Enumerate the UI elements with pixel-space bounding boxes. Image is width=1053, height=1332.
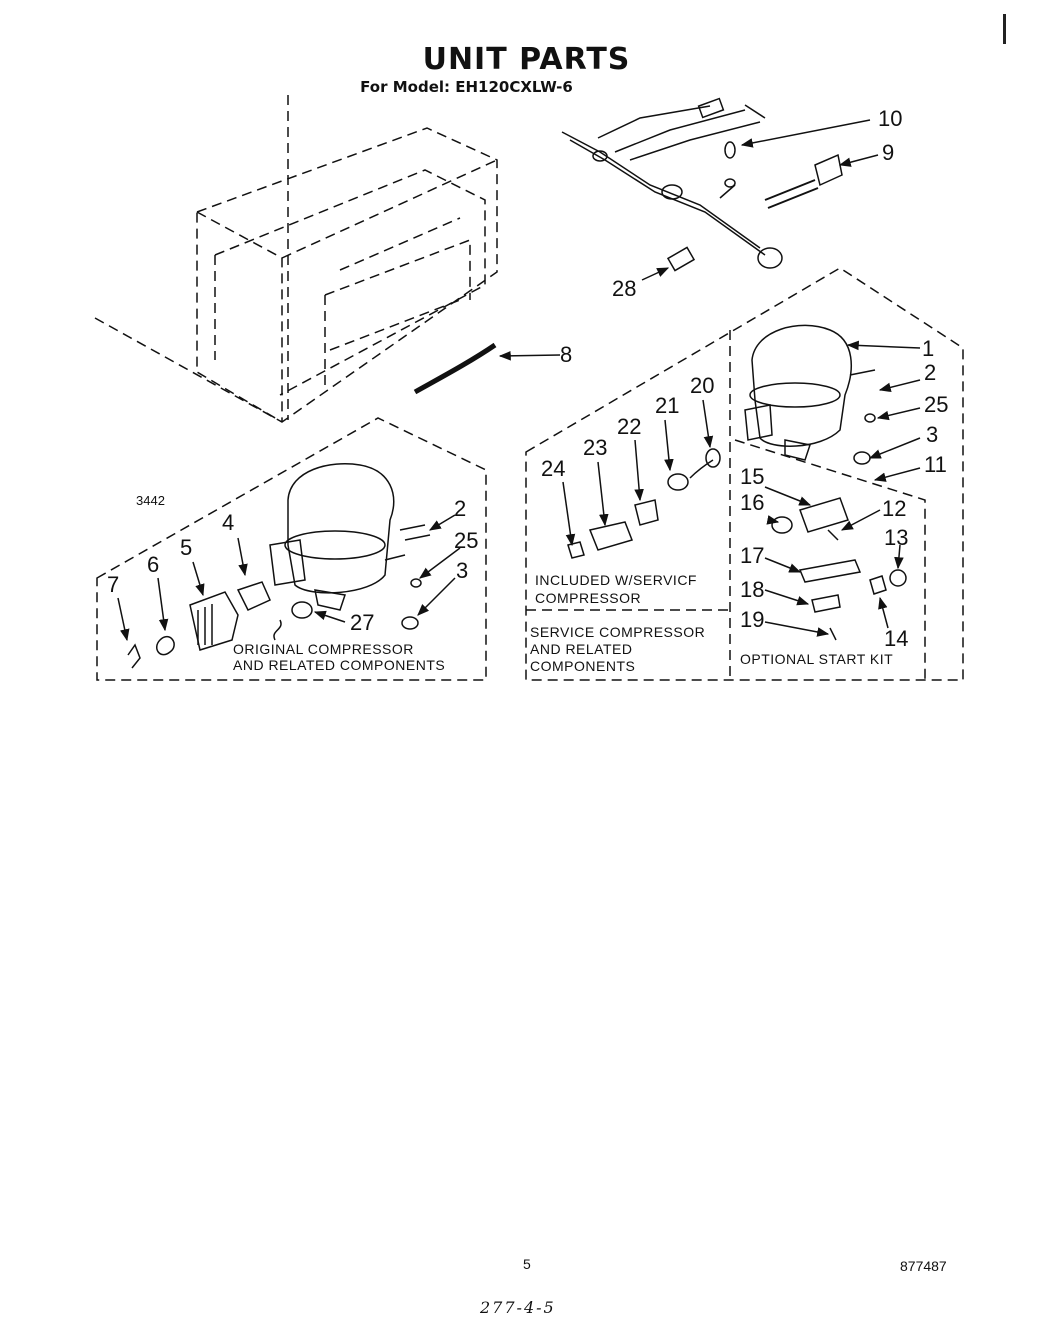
- callout-20: 20: [690, 373, 714, 398]
- part-5-relay: [189, 591, 239, 651]
- page-number: 5: [523, 1256, 531, 1272]
- leader-28: [641, 267, 670, 281]
- part-25-washer-a: [410, 578, 422, 588]
- callout-17: 17: [740, 543, 764, 568]
- callout-21: 21: [655, 393, 679, 418]
- part-27-terminal: [291, 601, 313, 619]
- caption-service-line2: AND RELATED: [530, 641, 632, 657]
- part-21-clip: [667, 473, 689, 491]
- model-line: For Model: EH120CXLW-6: [360, 78, 573, 96]
- part-18-plate: [811, 594, 841, 613]
- callout-11: 11: [924, 452, 947, 477]
- cabinet-outline: [94, 95, 498, 423]
- callout-28: 28: [612, 276, 636, 301]
- callout-16: 16: [740, 490, 764, 515]
- callout-2-service: 2: [924, 360, 936, 385]
- leader-9: [838, 154, 879, 167]
- callout-22: 22: [617, 414, 641, 439]
- part-8-tube: [413, 342, 561, 395]
- callout-13: 13: [884, 525, 908, 550]
- callout-15: 15: [740, 464, 764, 489]
- wiring-harness: [561, 97, 843, 272]
- callout-25-original: 25: [454, 528, 478, 553]
- figure-code: 3442: [136, 493, 165, 508]
- callout-10: 10: [878, 106, 902, 131]
- part-19-screw: [829, 627, 837, 641]
- part-13-relay: [889, 569, 907, 587]
- callout-18: 18: [740, 577, 764, 602]
- callout-5: 5: [180, 535, 192, 560]
- callout-24: 24: [541, 456, 565, 481]
- callout-19: 19: [740, 607, 764, 632]
- part-3-grommet-a: [401, 616, 419, 630]
- callout-7: 7: [107, 572, 119, 597]
- callout-23: 23: [583, 435, 607, 460]
- original-section-outline: [96, 417, 487, 681]
- part-20-cap: [705, 448, 721, 468]
- callout-9: 9: [882, 140, 894, 165]
- service-compressor: [744, 324, 876, 461]
- leader-10: [740, 119, 871, 148]
- callout-6: 6: [147, 552, 159, 577]
- caption-original-line2: AND RELATED COMPONENTS: [233, 657, 445, 673]
- part-6-clip: [156, 635, 175, 656]
- caption-service-line3: COMPONENTS: [530, 658, 635, 674]
- original-compressor: [269, 463, 431, 611]
- service-section-outline: [525, 267, 964, 681]
- callout-3-original: 3: [456, 558, 468, 583]
- part-12-screw: [827, 529, 839, 541]
- part-24-bracket: [567, 541, 585, 559]
- part-17-bracket: [798, 559, 862, 583]
- callout-25-service: 25: [924, 392, 948, 417]
- part-23-relay: [588, 521, 633, 551]
- corner-mark: [1003, 14, 1006, 44]
- caption-original-line1: ORIGINAL COMPRESSOR: [233, 641, 414, 657]
- callout-2-original: 2: [454, 496, 466, 521]
- callout-27: 27: [350, 610, 374, 635]
- caption-service-line1: SERVICE COMPRESSOR: [530, 624, 705, 640]
- part-16-boot: [771, 516, 793, 534]
- part-22-overload: [634, 499, 659, 526]
- callout-1: 1: [922, 336, 934, 361]
- callout-14: 14: [884, 626, 908, 651]
- callout-4: 4: [222, 510, 234, 535]
- part-3-grommet-b: [853, 451, 871, 465]
- handwritten-note: 277-4-5: [480, 1298, 556, 1317]
- part-7-spring: [127, 643, 141, 669]
- caption-included-line2: COMPRESSOR: [535, 590, 641, 606]
- page-title: UNIT PARTS: [422, 42, 631, 77]
- part-4-overload: [236, 581, 271, 611]
- callout-3-service: 3: [926, 422, 938, 447]
- part-15-capacitor: [799, 497, 849, 533]
- document-number: 877487: [900, 1258, 947, 1274]
- part-14-clip: [869, 575, 887, 595]
- callout-12: 12: [882, 496, 906, 521]
- part-25-washer-b: [864, 413, 876, 423]
- callout-8: 8: [560, 342, 572, 367]
- caption-included-line1: INCLUDED W/SERVICF: [535, 572, 697, 588]
- caption-optional-kit: OPTIONAL START KIT: [740, 651, 893, 667]
